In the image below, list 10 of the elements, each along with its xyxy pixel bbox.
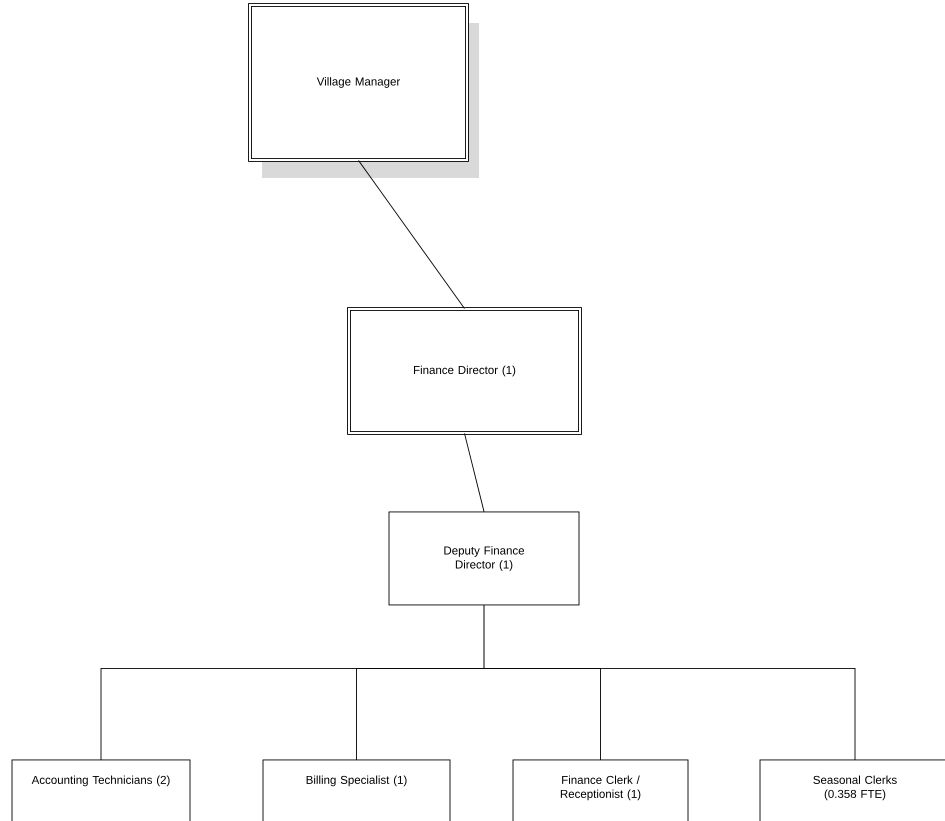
org-box: Billing Specialist (1): [262, 760, 450, 821]
org-box: Finance Director (1): [347, 307, 582, 435]
org-box: Village Manager: [248, 3, 479, 178]
connector-line: [464, 432, 484, 512]
connector-line: [484, 604, 856, 760]
org-box: Accounting Technicians (2): [12, 760, 190, 821]
org-box: Seasonal Clerks (0.358 FTE): [760, 760, 945, 821]
org-box: Finance Clerk / Receptionist (1): [512, 760, 688, 821]
connector-line: [358, 160, 465, 309]
org-box: Deputy Finance Director (1): [388, 512, 580, 606]
